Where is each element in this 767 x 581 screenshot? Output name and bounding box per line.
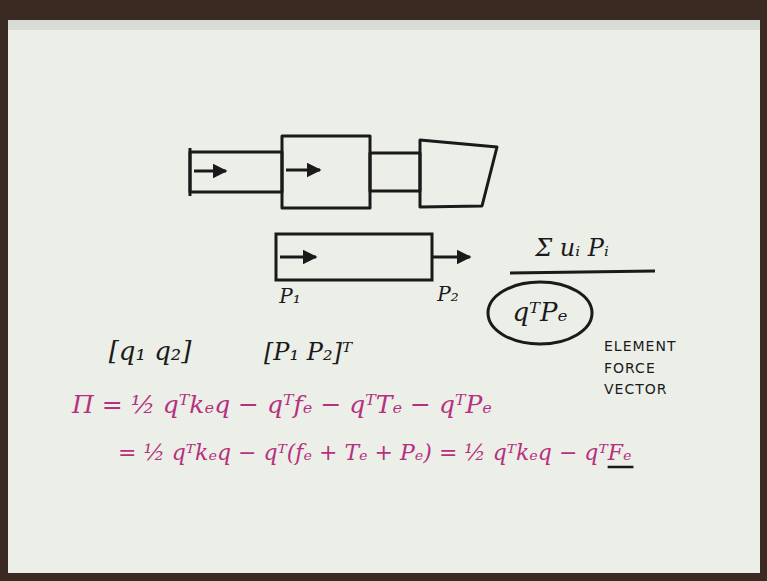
circle-mark [488, 282, 592, 344]
element-bar [276, 234, 470, 280]
term-underline [608, 466, 634, 469]
node-arrow [286, 169, 320, 172]
equation-line: = ½ qᵀkₑq − qᵀ(fₑ + Tₑ + Pₑ) = ½ qᵀkₑq −… [118, 440, 631, 466]
stepped-bar [190, 136, 497, 208]
bar-segment [370, 153, 420, 191]
node-arrow [194, 170, 226, 173]
force-label: P₁ [279, 284, 300, 308]
work-sum: Σ uᵢ Pᵢ [535, 234, 609, 263]
force-vector: [P₁ P₂]ᵀ [264, 338, 352, 367]
work-term: qᵀPₑ [512, 297, 567, 328]
element-rect [276, 234, 432, 280]
bar-segment [282, 136, 370, 208]
force-arrow [432, 256, 470, 259]
paper-shade [8, 20, 760, 30]
paper [8, 20, 760, 573]
equation-line: Π = ½ qᵀkₑq − qᵀfₑ − qᵀTₑ − qᵀPₑ [72, 390, 492, 420]
bar-segment [190, 152, 282, 192]
force-arrow [280, 256, 316, 259]
force-label: P₂ [437, 282, 458, 306]
underline-rule [510, 271, 655, 273]
bar-segment [420, 140, 497, 207]
displacement-vector: [q₁ q₂] [109, 336, 192, 367]
note-label: ELEMENT FORCE VECTOR [604, 336, 676, 401]
